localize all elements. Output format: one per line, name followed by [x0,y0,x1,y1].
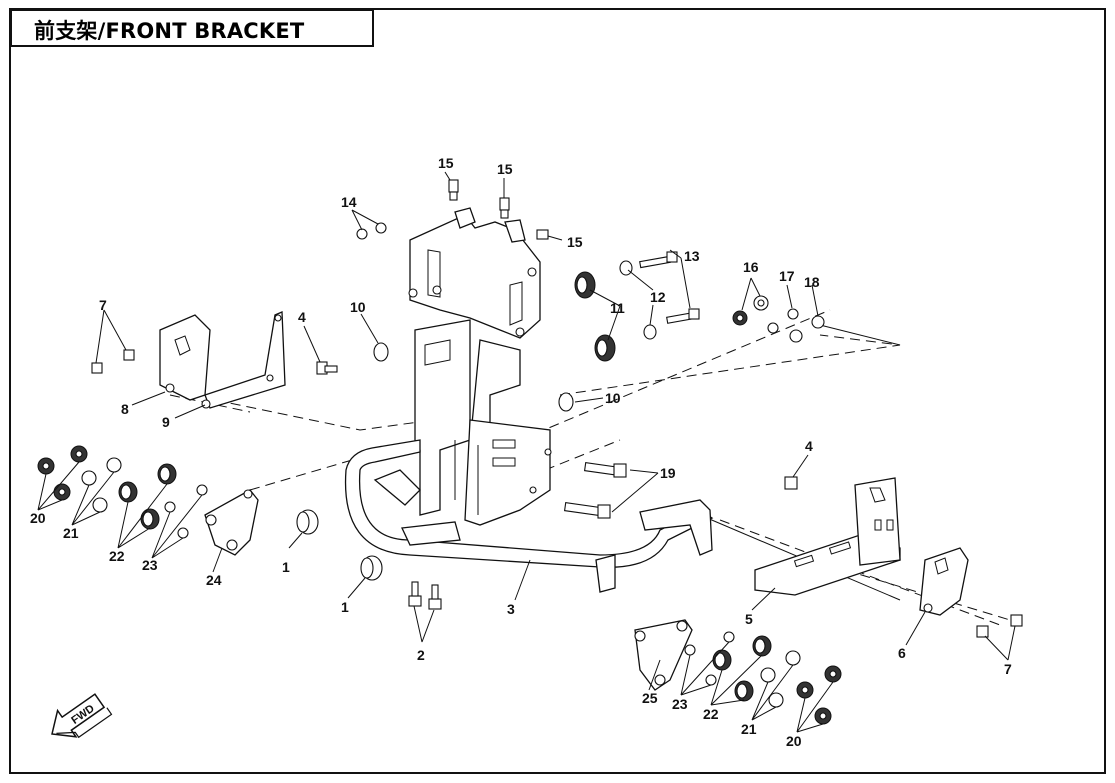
leader-lines [37,171,1016,733]
main-tube-frame [344,439,714,593]
callout-22: 22 [109,548,125,564]
callout-11: 11 [610,300,625,316]
right-upright [854,477,901,566]
callout-9: 9 [162,414,170,430]
central-bracket [414,319,552,526]
callout-3: 3 [507,601,515,617]
callout-23: 23 [142,557,158,573]
callout-13: 13 [684,248,700,264]
bolts [91,179,1023,638]
callout-15: 15 [567,234,583,250]
callout-6: 6 [898,645,906,661]
hardware-left-stack [37,445,208,539]
callout-1: 1 [282,559,290,575]
right-hinge-bracket [634,619,693,691]
callout-20: 20 [786,733,802,749]
callout-7: 7 [99,297,107,313]
callout-labels: 15 15 15 14 13 12 11 10 10 16 17 18 7 7 … [30,155,1012,749]
callout-14: 14 [341,194,357,210]
callout-16: 16 [743,259,759,275]
right-side-plate [919,547,969,616]
callout-15: 15 [497,161,513,177]
page-border [9,8,1106,774]
dampers [373,260,657,412]
hardware-16-18 [732,295,825,343]
callout-22: 22 [703,706,719,722]
page-title: 前支架/FRONT BRACKET [34,19,305,43]
callout-1: 1 [341,599,349,615]
hardware-right-stack [684,631,842,725]
fwd-arrow-icon: FWD [51,693,113,739]
callout-21: 21 [741,721,757,737]
callout-18: 18 [804,274,820,290]
callout-4: 4 [298,309,306,325]
callout-12: 12 [650,289,666,305]
callout-7: 7 [1004,661,1012,677]
callout-21: 21 [63,525,79,541]
callout-17: 17 [779,268,795,284]
left-side-plates [159,311,286,409]
title-box: 前支架/FRONT BRACKET [10,9,374,47]
callout-5: 5 [745,611,753,627]
callout-19: 19 [660,465,676,481]
callout-10: 10 [605,390,621,406]
upper-mount-plate [408,207,541,339]
callout-25: 25 [642,690,658,706]
callout-15: 15 [438,155,454,171]
callout-24: 24 [206,572,222,588]
left-hinge-bracket [204,489,259,556]
rubber-bushings [296,509,383,581]
callout-2: 2 [417,647,425,663]
callout-4: 4 [805,438,813,454]
callout-23: 23 [672,696,688,712]
callout-8: 8 [121,401,129,417]
callout-10: 10 [350,299,366,315]
callout-20: 20 [30,510,46,526]
